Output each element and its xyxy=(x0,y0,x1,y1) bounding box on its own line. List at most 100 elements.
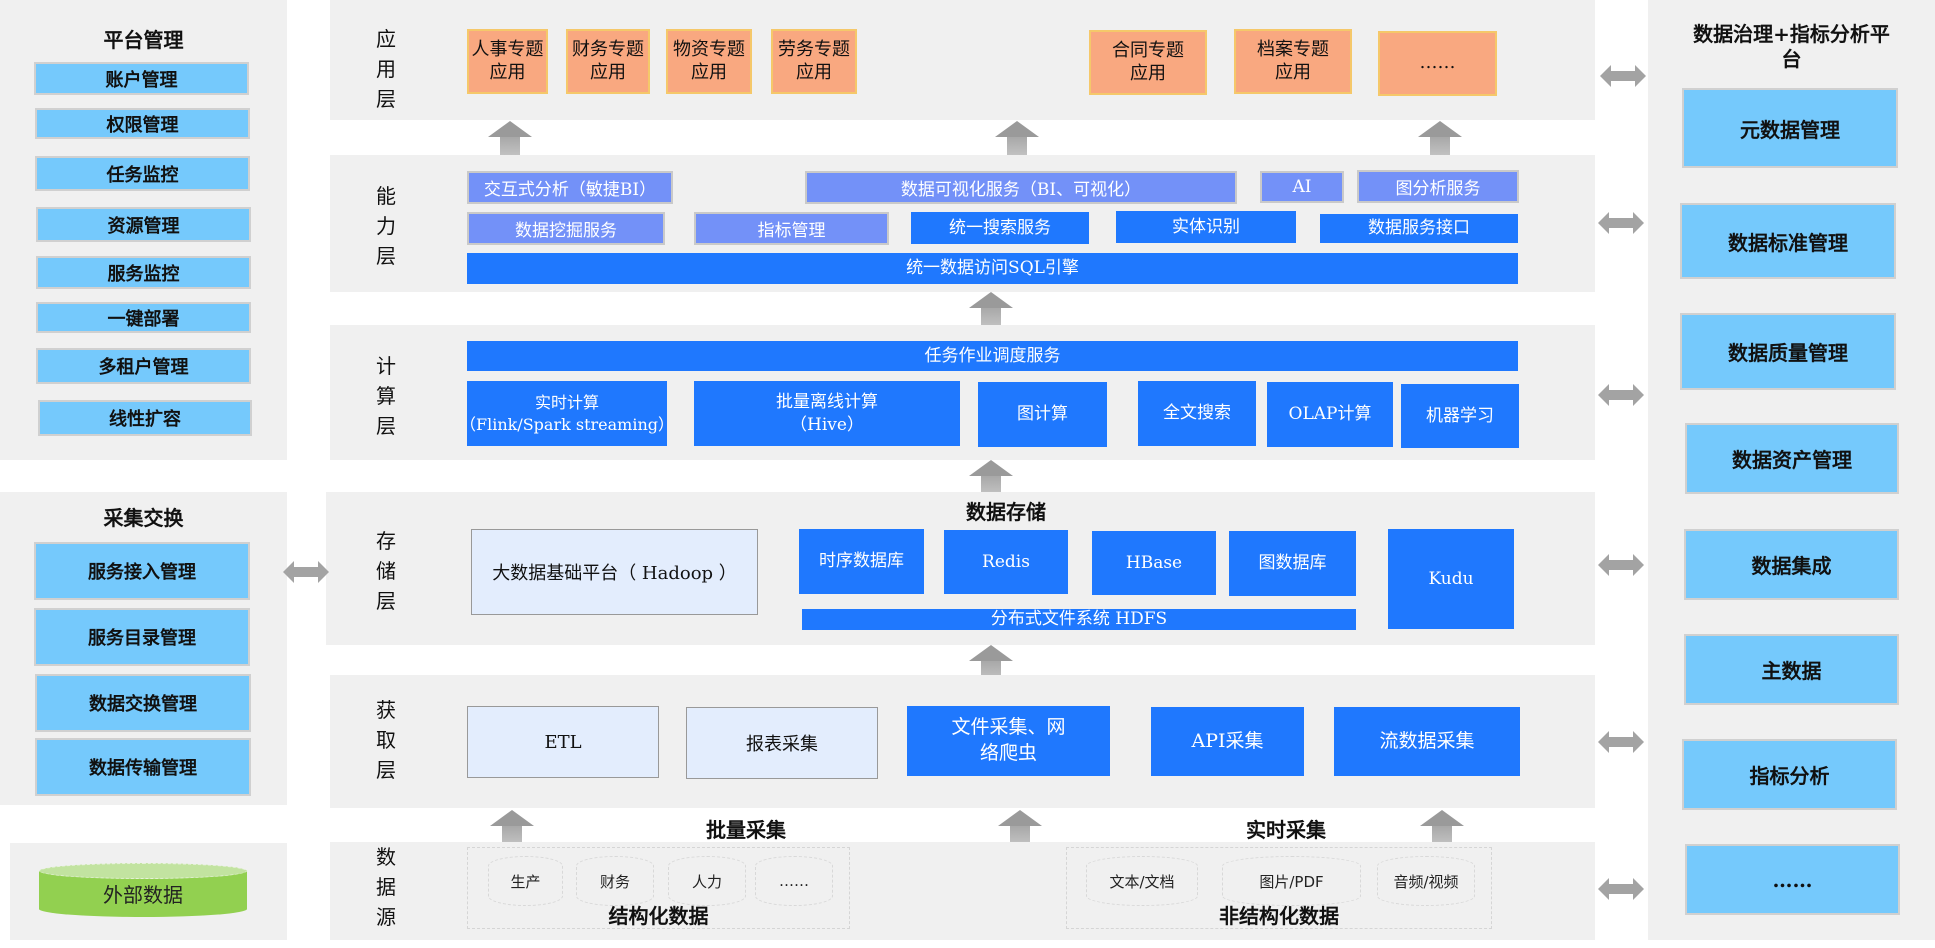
platform-item[interactable]: 一键部署 xyxy=(36,302,251,333)
compute-layer-label: 计算层 xyxy=(376,354,396,438)
compute-item[interactable]: 批量离线计算 （Hive） xyxy=(694,381,960,446)
batch-collect-label: 批量采集 xyxy=(706,818,786,842)
compute-item[interactable]: 机器学习 xyxy=(1401,384,1519,448)
platform-item[interactable]: 权限管理 xyxy=(35,108,250,139)
platform-mgmt-panel: 平台管理 账户管理 权限管理 任务监控 资源管理 服务监控 一键部署 多租户管理… xyxy=(0,0,287,460)
capability-item[interactable]: 统一搜索服务 xyxy=(911,212,1089,244)
up-arrow-icon xyxy=(1418,121,1462,157)
governance-item[interactable]: 主数据 xyxy=(1684,634,1899,705)
storage-section-title: 数据存储 xyxy=(966,500,1046,524)
governance-item-more[interactable]: …… xyxy=(1685,844,1900,915)
compute-item[interactable]: 图计算 xyxy=(978,382,1107,447)
up-arrow-icon xyxy=(998,810,1042,846)
capability-item[interactable]: 图分析服务 xyxy=(1357,170,1519,203)
app-item[interactable]: 档案专题 应用 xyxy=(1234,29,1352,94)
capability-item[interactable]: 数据服务接口 xyxy=(1320,214,1518,243)
kudu-box[interactable]: Kudu xyxy=(1388,529,1514,629)
external-data-cylinder[interactable]: 外部数据 xyxy=(39,863,247,919)
acquisition-item[interactable]: 文件采集、网 络爬虫 xyxy=(907,706,1110,776)
acquisition-item[interactable]: 流数据采集 xyxy=(1334,707,1520,776)
capability-item[interactable]: 实体识别 xyxy=(1116,211,1296,243)
structured-source[interactable]: 生产 xyxy=(488,856,563,906)
double-arrow-icon xyxy=(283,560,329,584)
platform-item[interactable]: 任务监控 xyxy=(35,156,250,191)
capability-layer: 能力层 交互式分析（敏捷BI） 数据可视化服务（BI、可视化） AI 图分析服务… xyxy=(330,155,1595,292)
acquisition-item[interactable]: API采集 xyxy=(1151,707,1304,776)
hdfs-bar[interactable]: 分布式文件系统 HDFS xyxy=(802,609,1356,630)
double-arrow-icon xyxy=(1598,211,1644,235)
hadoop-box[interactable]: 大数据基础平台（ Hadoop ） xyxy=(471,529,758,615)
app-item-more[interactable]: …… xyxy=(1378,31,1497,96)
unstructured-source[interactable]: 音频/视频 xyxy=(1377,856,1475,906)
capability-item[interactable]: 数据可视化服务（BI、可视化） xyxy=(805,171,1237,204)
capability-item[interactable]: 数据挖掘服务 xyxy=(467,212,665,245)
acquisition-item[interactable]: ETL xyxy=(467,706,659,778)
app-item[interactable]: 财务专题 应用 xyxy=(566,29,650,94)
platform-item[interactable]: 账户管理 xyxy=(34,62,249,95)
app-layer: 应用层 人事专题 应用 财务专题 应用 物资专题 应用 劳务专题 应用 合同专题… xyxy=(330,0,1595,120)
structured-source[interactable]: 人力 xyxy=(668,856,746,906)
acquisition-layer: 获取层 ETL 报表采集 文件采集、网 络爬虫 API采集 流数据采集 xyxy=(330,675,1595,808)
sql-engine-bar[interactable]: 统一数据访问SQL引擎 xyxy=(467,253,1518,284)
up-arrow-icon xyxy=(490,810,534,846)
unstructured-source[interactable]: 图片/PDF xyxy=(1222,856,1361,906)
storage-layer: 存储层 大数据基础平台（ Hadoop ） 数据存储 时序数据库 Redis H… xyxy=(326,492,1595,645)
app-item[interactable]: 物资专题 应用 xyxy=(666,29,752,94)
acquisition-item[interactable]: 报表采集 xyxy=(686,707,878,779)
collect-item[interactable]: 数据交换管理 xyxy=(35,674,251,732)
double-arrow-icon xyxy=(1600,64,1646,88)
up-arrow-icon xyxy=(969,292,1043,328)
up-arrow-icon xyxy=(995,121,1039,157)
governance-item[interactable]: 数据集成 xyxy=(1684,529,1899,600)
platform-item[interactable]: 资源管理 xyxy=(36,207,251,242)
governance-panel: 数据治理+指标分析平台 元数据管理 数据标准管理 数据质量管理 数据资产管理 数… xyxy=(1648,0,1935,940)
platform-item[interactable]: 线性扩容 xyxy=(38,400,252,436)
external-data-label: 外部数据 xyxy=(103,883,183,907)
app-item[interactable]: 合同专题 应用 xyxy=(1089,30,1207,95)
storage-item[interactable]: 时序数据库 xyxy=(799,529,924,594)
collect-item[interactable]: 服务目录管理 xyxy=(34,608,250,666)
compute-item[interactable]: 实时计算 （Flink/Spark streaming） xyxy=(460,381,674,446)
unstructured-source[interactable]: 文本/文档 xyxy=(1086,856,1198,906)
structured-data-title: 结构化数据 xyxy=(608,904,709,928)
platform-mgmt-title: 平台管理 xyxy=(103,28,184,52)
cylinder-top xyxy=(39,863,247,879)
external-data-panel: 外部数据 xyxy=(10,843,287,940)
scheduler-bar[interactable]: 任务作业调度服务 xyxy=(467,341,1518,371)
governance-item[interactable]: 元数据管理 xyxy=(1682,88,1898,168)
compute-layer: 计算层 任务作业调度服务 实时计算 （Flink/Spark streaming… xyxy=(330,325,1595,460)
collect-item[interactable]: 服务接入管理 xyxy=(34,542,250,600)
compute-item[interactable]: OLAP计算 xyxy=(1267,382,1393,447)
capability-item[interactable]: 指标管理 xyxy=(694,212,889,245)
acquisition-layer-label: 获取层 xyxy=(376,698,396,782)
governance-item[interactable]: 数据质量管理 xyxy=(1680,313,1896,390)
source-layer: 数据源 生产 财务 人力 …… 结构化数据 文本/文档 图片/PDF 音频/视频… xyxy=(330,842,1595,940)
governance-item[interactable]: 数据资产管理 xyxy=(1685,423,1899,494)
double-arrow-icon xyxy=(1598,553,1644,577)
unstructured-data-group: 文本/文档 图片/PDF 音频/视频 非结构化数据 xyxy=(1066,847,1492,929)
storage-item[interactable]: Redis xyxy=(944,530,1068,594)
source-layer-label: 数据源 xyxy=(376,845,396,929)
platform-item[interactable]: 多租户管理 xyxy=(36,348,251,384)
storage-item[interactable]: 图数据库 xyxy=(1229,531,1356,596)
double-arrow-icon xyxy=(1598,877,1644,901)
up-arrow-icon xyxy=(488,121,532,157)
compute-item[interactable]: 全文搜索 xyxy=(1138,381,1256,446)
realtime-collect-label: 实时采集 xyxy=(1246,818,1326,842)
capability-item[interactable]: 交互式分析（敏捷BI） xyxy=(467,171,673,204)
storage-item[interactable]: HBase xyxy=(1092,531,1216,595)
structured-source[interactable]: 财务 xyxy=(576,856,654,906)
app-layer-label: 应用层 xyxy=(376,27,396,111)
app-item[interactable]: 人事专题 应用 xyxy=(467,29,548,94)
up-arrow-icon xyxy=(1420,810,1464,846)
structured-data-group: 生产 财务 人力 …… 结构化数据 xyxy=(467,847,850,929)
governance-item[interactable]: 指标分析 xyxy=(1682,739,1897,810)
capability-item[interactable]: AI xyxy=(1260,171,1344,203)
structured-source[interactable]: …… xyxy=(755,856,833,906)
collect-exchange-title: 采集交换 xyxy=(103,506,184,530)
collect-item[interactable]: 数据传输管理 xyxy=(35,738,251,796)
collect-exchange-panel: 采集交换 服务接入管理 服务目录管理 数据交换管理 数据传输管理 xyxy=(0,492,287,805)
app-item[interactable]: 劳务专题 应用 xyxy=(771,29,857,94)
governance-item[interactable]: 数据标准管理 xyxy=(1680,203,1896,279)
platform-item[interactable]: 服务监控 xyxy=(36,256,251,289)
